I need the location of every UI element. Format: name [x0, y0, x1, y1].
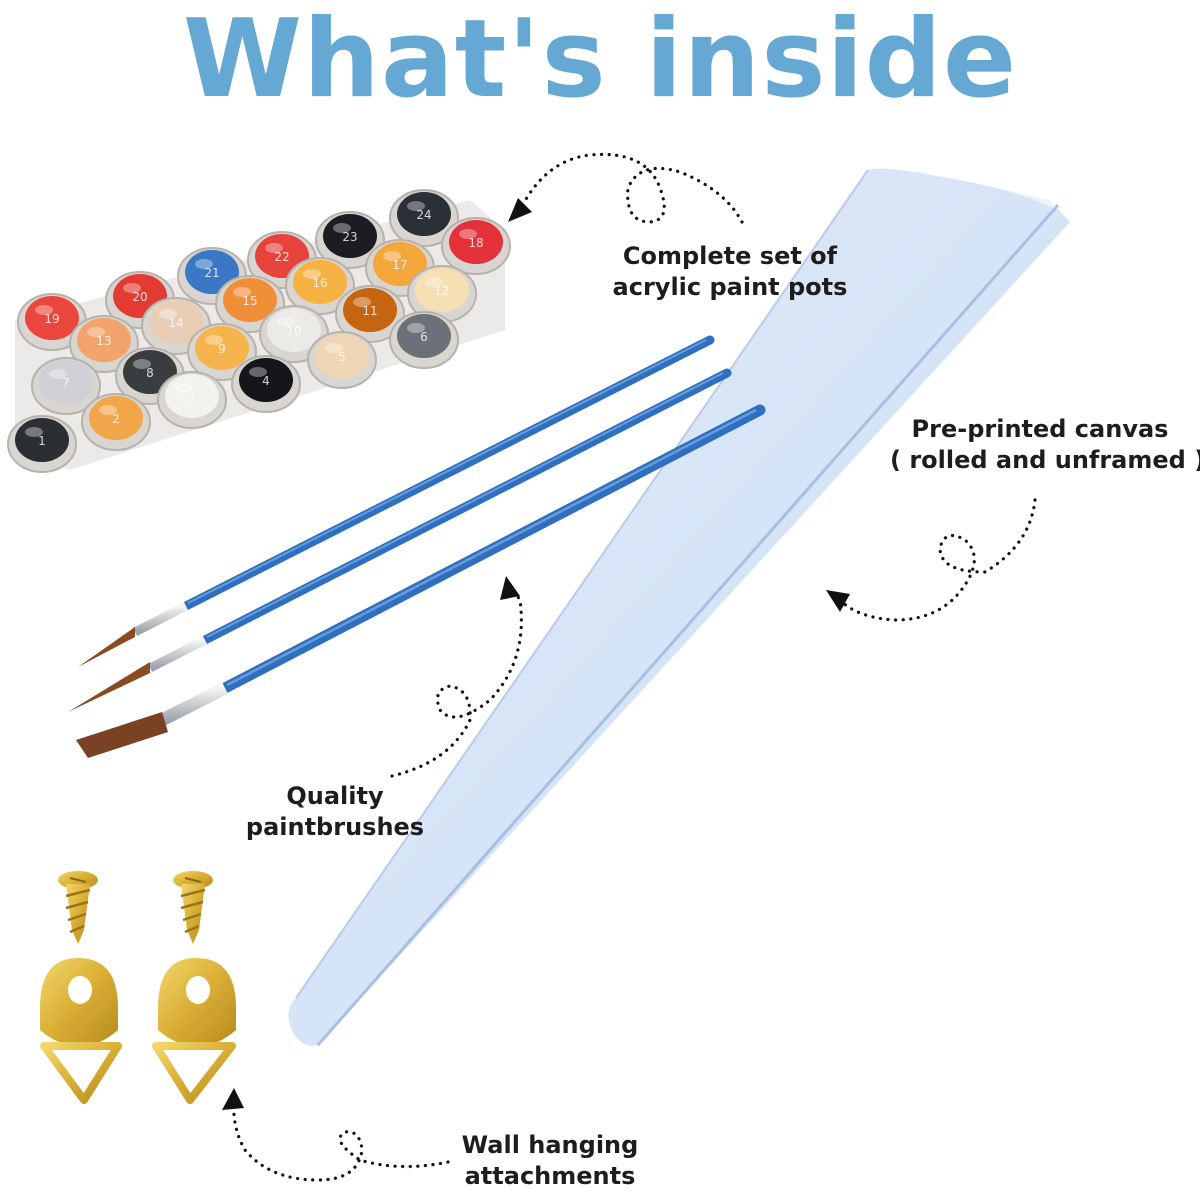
canvas-roll [288, 165, 1070, 1046]
paint-pot-number: 7 [62, 376, 70, 390]
paint-pot-number: 5 [338, 350, 346, 364]
paintbrush-1 [78, 335, 715, 667]
hanging-caption: Wall hanging attachments [420, 1130, 680, 1192]
paint-pot-number: 16 [312, 276, 327, 290]
paintbrush-3 [76, 404, 766, 758]
paint-pot-12: 12 [407, 265, 477, 323]
brushes-caption-line-2: paintbrushes [245, 813, 425, 841]
paint-pot-19: 19 [17, 293, 87, 351]
paint-pot-number: 17 [392, 258, 407, 272]
arrow-to-paint-pots [508, 152, 744, 224]
paint-pot-13: 13 [69, 315, 139, 373]
paint-pot-6: 6 [389, 311, 459, 369]
paint-pot-number: 12 [434, 284, 449, 298]
arrow-to-brushes [390, 576, 523, 778]
paint-pot-number: 1 [38, 434, 46, 448]
paint-pot-number: 24 [416, 208, 431, 222]
page-title: What's inside [182, 0, 1018, 122]
paint-pot-number: 9 [218, 342, 226, 356]
screw-1 [58, 871, 98, 944]
hanging-caption-line-1: Wall hanging [461, 1131, 639, 1159]
brushes-caption-line-1: Quality [286, 782, 384, 810]
paint-pot-number: 13 [96, 334, 111, 348]
paint-pot-number: 6 [420, 330, 428, 344]
paint-pot-number: 2 [112, 412, 120, 426]
paint-pot-7: 7 [31, 357, 101, 415]
paint-pot-2: 2 [81, 393, 151, 451]
paint-pot-number: 22 [274, 250, 289, 264]
paint-pot-number: 23 [342, 230, 357, 244]
canvas-caption-line-2: ( rolled and unframed ) [890, 446, 1200, 474]
paint-pot-number: 4 [262, 374, 270, 388]
paint-pot-number: 18 [468, 236, 483, 250]
paint-pot-number: 8 [146, 366, 154, 380]
paint-pot-16: 16 [285, 257, 355, 315]
paint-pot-number: 19 [44, 312, 59, 326]
paint-pots-caption: Complete set of acrylic paint pots [600, 241, 860, 303]
paint-pot-number: 3 [188, 390, 196, 404]
hanging-caption-line-2: attachments [464, 1162, 636, 1190]
paint-pot-number: 10 [286, 324, 301, 338]
paint-pot-5: 5 [307, 331, 377, 389]
paint-pot-number: 14 [168, 316, 183, 330]
paint-pot-number: 21 [204, 266, 219, 280]
canvas-caption: Pre-printed canvas ( rolled and unframed… [890, 414, 1200, 476]
paint-pot-3: 3 [157, 371, 227, 429]
paint-pot-number: 20 [132, 290, 147, 304]
paint-pot-1: 1 [7, 415, 77, 473]
arrow-to-hardware [222, 1088, 450, 1182]
brushes-caption: Quality paintbrushes [220, 781, 450, 843]
paintbrush-2 [68, 368, 732, 712]
paint-pot-11: 11 [335, 285, 405, 343]
paint-pot-4: 4 [231, 355, 301, 413]
paint-pot-23: 23 [315, 211, 385, 269]
screw-2 [173, 871, 213, 944]
paint-pots-caption-line-2: acrylic paint pots [612, 273, 848, 301]
arrow-to-canvas [826, 498, 1037, 622]
paint-pots-caption-line-1: Complete set of [622, 242, 838, 270]
paint-pot-18: 18 [441, 217, 511, 275]
hanger-1 [40, 958, 122, 1104]
canvas-caption-line-1: Pre-printed canvas [911, 415, 1169, 443]
paint-pot-number: 11 [362, 304, 377, 318]
paint-pot-number: 15 [242, 294, 257, 308]
hanger-2 [152, 958, 236, 1104]
paint-pot-24: 24 [389, 189, 459, 247]
